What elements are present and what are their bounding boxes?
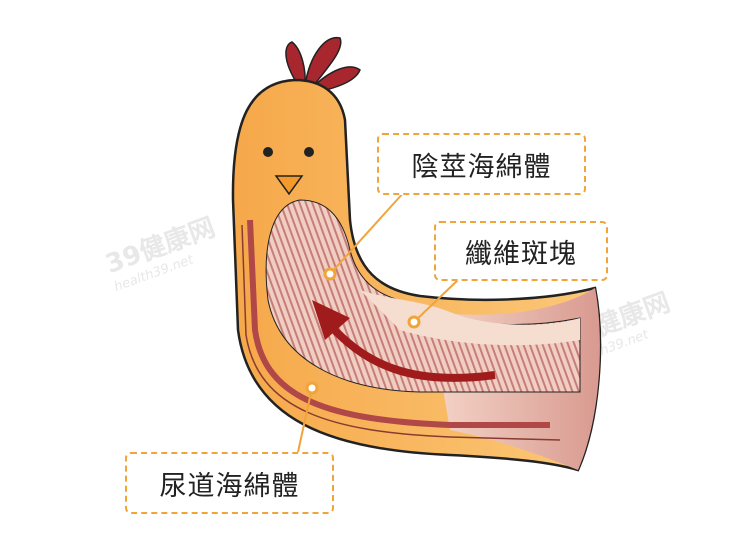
label-corpus-cavernosum: 陰莖海綿體 (377, 133, 586, 195)
eye-icon (263, 147, 273, 157)
plaque-area (360, 290, 580, 346)
arrow-icon (327, 322, 496, 382)
corpus-spongiosum (247, 219, 550, 428)
eye-icon (304, 147, 314, 157)
leader-lines (297, 190, 461, 453)
beak-icon (274, 175, 304, 196)
label-corpus-spongiosum: 尿道海綿體 (125, 452, 334, 514)
label-fibrous-plaque: 纖維斑塊 (434, 221, 608, 281)
